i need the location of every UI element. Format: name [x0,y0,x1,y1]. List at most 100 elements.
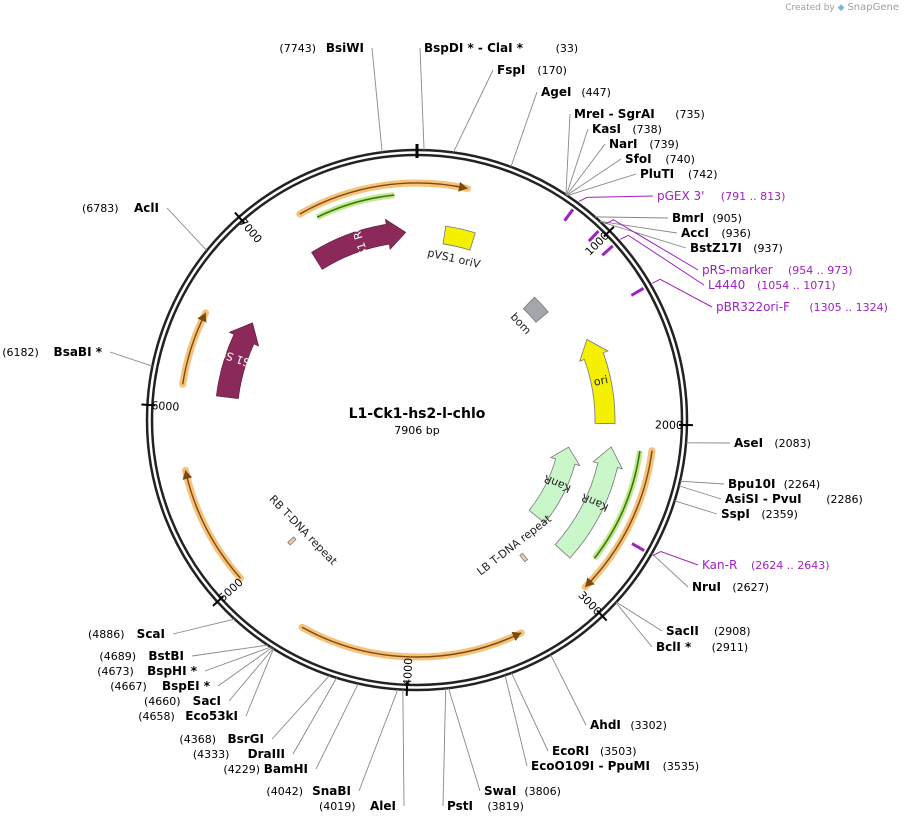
site-ecoo109i-ppumi[interactable]: EcoO109I - PpuMI(3535) [531,759,699,773]
tick-mark [234,211,245,224]
site-acli[interactable]: AclI(6783) [82,201,159,215]
site-bsabi[interactable]: BsaBI *(6182) [2,345,103,359]
site-leader-line [402,689,405,807]
site-position: (4886) [88,628,125,641]
primer-name: Kan-R [702,558,737,572]
site-position: (2911) [712,641,749,654]
site-position: (4229) [223,763,260,776]
site-leader-line [599,221,687,249]
primer-name: pRS-marker [702,263,773,277]
site-alei[interactable]: AleI(4019) [319,799,396,813]
site-fspi[interactable]: FspI(170) [497,63,567,77]
primer-pgex-3[interactable]: pGEX 3'(791 .. 813) [657,189,785,203]
site-ahdi[interactable]: AhdI(3302) [590,718,667,732]
site-name: PstI [447,799,473,813]
site-psti[interactable]: PstI(3819) [447,799,524,813]
site-pluti[interactable]: PluTI(742) [640,167,718,181]
site-ecori[interactable]: EcoRI(3503) [552,744,637,758]
site-name: BspHI * [147,664,198,678]
site-position: (4333) [193,748,230,761]
site-scai[interactable]: ScaI(4886) [88,627,165,641]
gene-arc [593,450,641,559]
site-leader-line [109,351,153,367]
site-leader-line [292,677,338,755]
site-name: AgeI [541,85,571,99]
site-nari[interactable]: NarI(739) [609,137,679,151]
primer-pbr322ori-f[interactable]: pBR322ori-F(1305 .. 1324) [716,300,888,314]
site-leader-line [615,602,653,648]
site-leader-line [566,128,589,196]
site-leader-line [442,688,447,807]
site-name: BsrGI [227,732,264,746]
site-nrui[interactable]: NruI(2627) [692,580,769,594]
primer-position: (2624 .. 2643) [751,559,830,572]
primer-mark [631,542,645,552]
site-name: AhdI [590,718,621,732]
map-length: 7906 bp [394,424,439,437]
site-position: (447) [581,86,611,99]
site-agei[interactable]: AgeI (447) [541,85,611,99]
primer-l4440[interactable]: L4440(1054 .. 1071) [708,278,836,292]
site-position: (3806) [524,785,561,798]
primer-prs-marker[interactable]: pRS-marker(954 .. 973) [702,263,853,277]
site-position: (33) [556,42,579,55]
primer-name: pGEX 3' [657,189,704,203]
tick-label: 6000 [151,399,180,414]
site-sspi[interactable]: SspI(2359) [721,507,798,521]
site-bcli[interactable]: BclI *(2911) [656,640,748,654]
primer-name: L4440 [708,278,745,292]
orf-arc [299,182,468,215]
site-bstbi[interactable]: BstBI(4689) [99,649,184,663]
tick-mark [596,609,608,622]
site-asisi-pvui[interactable]: AsiSI - PvuI(2286) [725,492,863,506]
site-name: SnaBI [312,784,351,798]
site-position: (4368) [179,733,216,746]
site-position: (937) [753,242,783,255]
map-title: L1-Ck1-hs2-l-chlo [349,406,486,422]
credit-prefix: Created by [785,3,835,13]
site-position: (4042) [266,785,303,798]
site-bsphi[interactable]: BspHI *(4673) [97,664,197,678]
orf-arrowhead [182,470,193,480]
feature-pvs1-repa [311,218,407,270]
site-position: (3535) [663,760,700,773]
orf-arrowhead [511,631,522,642]
site-name: SacII [666,624,699,638]
site-asei[interactable]: AseI(2083) [734,436,811,450]
site-bspei[interactable]: BspEI *(4667) [110,679,210,693]
site-bstz17i[interactable]: BstZ17I(937) [690,241,783,255]
site-saci[interactable]: SacI(4660) [144,694,221,708]
snapgene-credit: Created by ◆ SnapGene [785,2,899,13]
site-bsiwi[interactable]: BsiWI(7743) [279,41,364,55]
site-mrei-sgrai[interactable]: MreI - SgrAI(735) [574,107,705,121]
site-bpu10i[interactable]: Bpu10I(2264) [728,477,820,491]
site-kasi[interactable]: KasI(738) [592,122,662,136]
tick-label: 7000 [236,216,264,246]
site-draiii[interactable]: DraIII(4333) [193,747,285,761]
site-bsrgi[interactable]: BsrGI (4368) [179,732,264,746]
site-position: (739) [649,138,679,151]
site-position: (742) [688,168,718,181]
site-sfoi[interactable]: SfoI(740) [625,152,695,166]
site-leader-line [358,689,399,792]
site-bmri[interactable]: BmrI(905) [672,211,742,225]
site-name: BspEI * [162,679,211,693]
site-name: KasI [592,122,621,136]
site-acci[interactable]: AccI(936) [681,226,751,240]
site-leader-line [166,207,208,251]
site-leader-line [678,485,722,500]
site-name: EcoRI [552,744,589,758]
site-leader-line [371,47,383,153]
site-position: (2908) [714,625,751,638]
site-leader-line [511,672,549,752]
primer-leader-line [605,219,699,271]
site-bspdi-clai[interactable]: BspDI * - ClaI *(33) [424,41,578,55]
primer-kan-r[interactable]: Kan-R (2624 .. 2643) [702,558,830,572]
site-swai[interactable]: SwaI(3806) [484,784,561,798]
site-bamhi[interactable]: BamHI (4229) [223,762,308,776]
site-snabi[interactable]: SnaBI (4042) [266,784,351,798]
site-position: (905) [712,212,742,225]
site-eco53ki[interactable]: Eco53kI(4658) [138,709,238,723]
site-sacii[interactable]: SacII (2908) [666,624,751,638]
site-name: BamHI [264,762,308,776]
